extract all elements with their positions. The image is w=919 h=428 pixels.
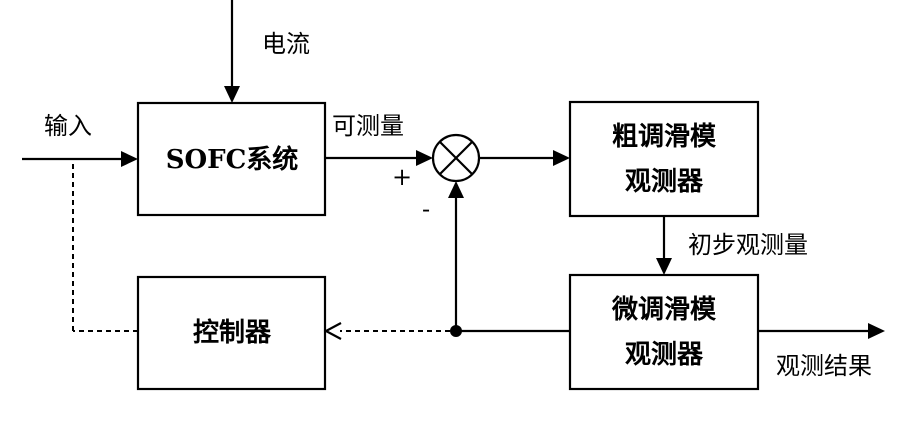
- block-sofc-label: SOFC系统: [166, 144, 299, 175]
- block-fine-observer: 微调滑模 观测器: [570, 275, 758, 389]
- minus-sign: -: [422, 195, 430, 223]
- preliminary-label: 初步观测量: [688, 231, 808, 259]
- branch-point: [450, 325, 462, 337]
- junction-to-coarse-arrow: [479, 150, 570, 166]
- measurable-arrow: [325, 150, 433, 166]
- block-coarse-label-line2: 观测器: [625, 167, 704, 197]
- coarse-to-fine-arrow: [656, 216, 672, 275]
- input-label: 输入: [44, 112, 92, 140]
- block-controller-label: 控制器: [193, 318, 272, 348]
- block-coarse-label-line1: 粗调滑模: [612, 122, 717, 152]
- block-coarse-observer: 粗调滑模 观测器: [570, 102, 758, 216]
- result-arrow: [758, 323, 885, 339]
- current-arrow: [224, 0, 240, 103]
- block-sofc-system: SOFC系统: [138, 103, 325, 215]
- measurable-label: 可测量: [332, 112, 404, 140]
- summing-junction: [433, 135, 479, 181]
- feedback-line: [448, 181, 570, 337]
- result-label: 观测结果: [776, 352, 872, 380]
- dashed-to-controller: [326, 323, 450, 339]
- current-label: 电流: [262, 30, 310, 58]
- block-fine-label-line1: 微调滑模: [611, 294, 717, 325]
- dashed-controller-to-input: [73, 163, 138, 331]
- input-arrow: [22, 151, 138, 167]
- block-fine-label-line2: 观测器: [625, 340, 704, 370]
- plus-sign: +: [392, 163, 412, 191]
- block-controller: 控制器: [138, 277, 325, 389]
